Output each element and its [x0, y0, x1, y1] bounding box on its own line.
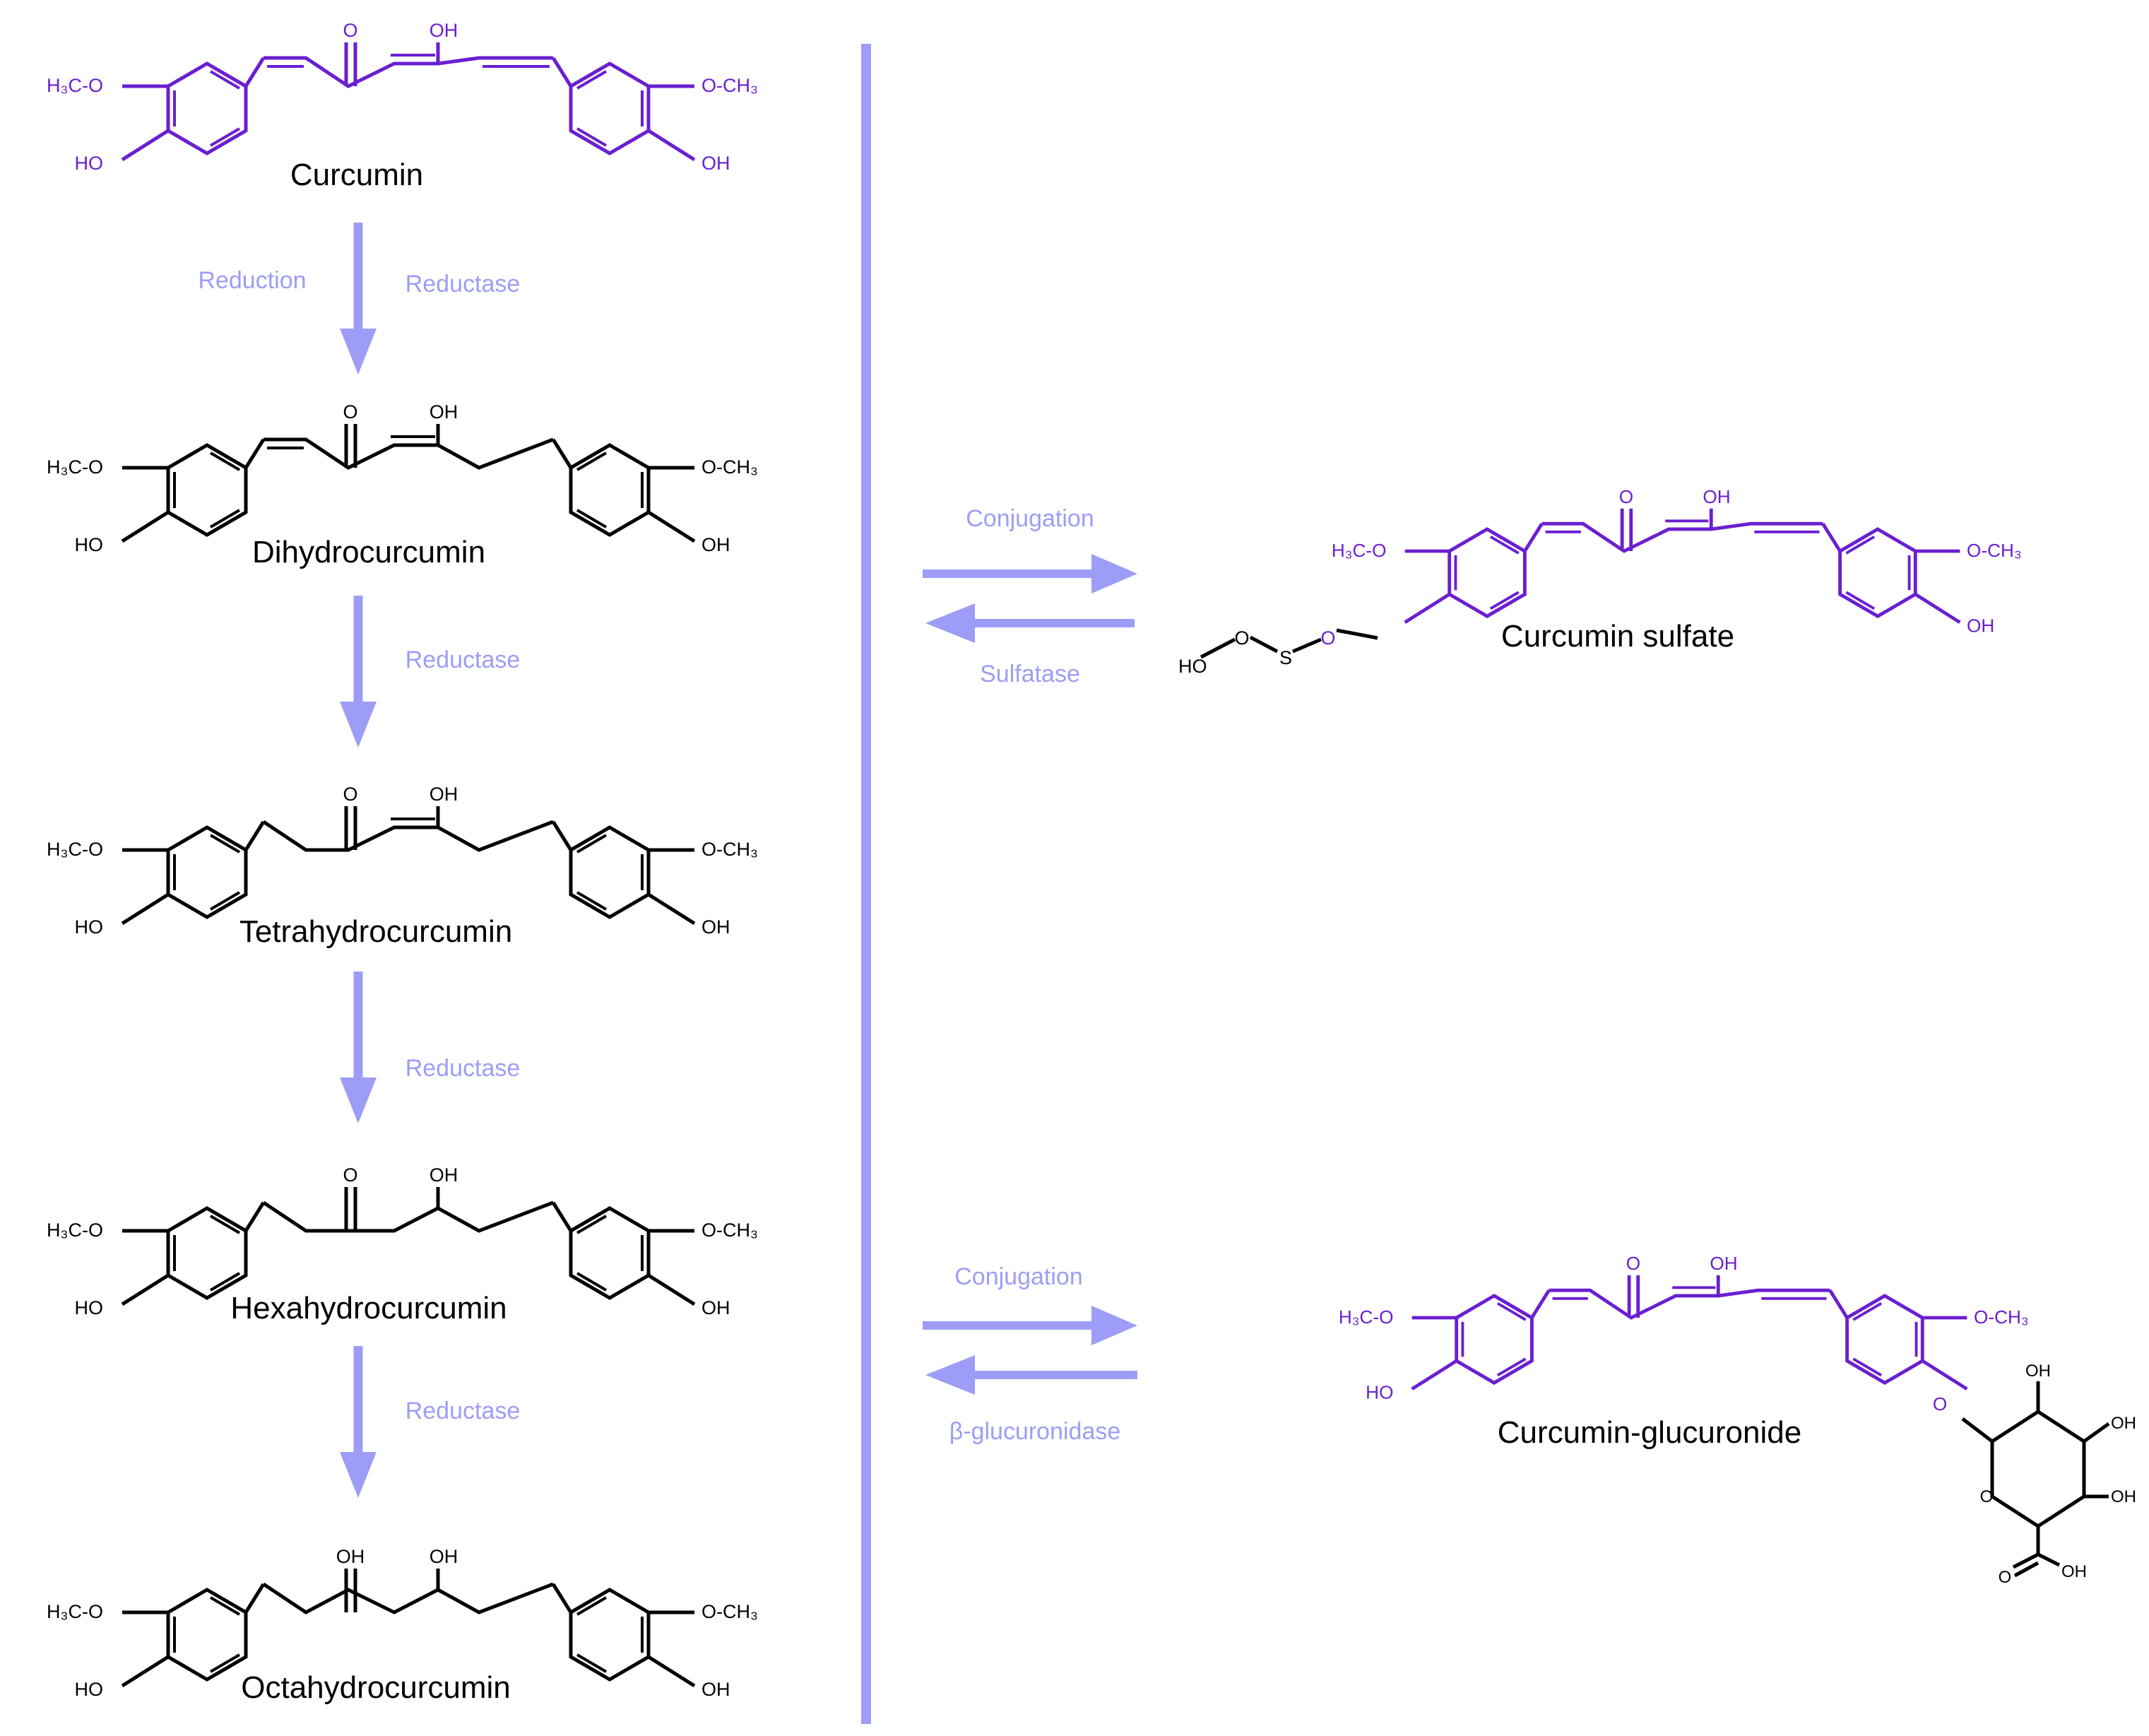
atom-methoxy: H₃C-O — [47, 1220, 103, 1241]
atom-methoxy: O-CH₃ — [701, 75, 758, 96]
atom-hydroxyl: HO — [75, 1297, 104, 1318]
atom-carbonyl-oxygen: O — [1619, 486, 1633, 507]
atom-methoxy: O-CH₃ — [701, 839, 758, 860]
reaction-arrow — [340, 223, 377, 374]
atom-carbonyl-oxygen: O — [343, 20, 357, 41]
reverse-arrow — [925, 1355, 1137, 1395]
atom-hydroxyl: OH — [2111, 1487, 2136, 1506]
enzyme-label: Reductase — [405, 1398, 521, 1424]
molecule-octahydrocurcumin: H₃C-O HO OH OH O-CH₃ OH — [47, 1546, 758, 1700]
atom-oxygen: O — [1933, 1393, 1947, 1415]
atom-methoxy: H₃C-O — [47, 839, 103, 860]
atom-methoxy: O-CH₃ — [701, 456, 758, 478]
molecule-curcumin-sulfate: H₃C-O O OH O-CH₃ OH — [1332, 486, 2022, 636]
atom-methoxy: H₃C-O — [47, 456, 103, 478]
compound-name: Dihydrocurcumin — [252, 535, 485, 569]
enzyme-label: Reductase — [405, 271, 521, 297]
atom-carbonyl-oxygen: O — [343, 784, 357, 805]
glucuronic-acid-ring: O OH OH OH O OH — [1961, 1362, 2136, 1587]
sulfate-group: O S O HO — [1178, 627, 1378, 677]
atom-methoxy: H₃C-O — [47, 1601, 103, 1622]
atom-hydroxyl: OH — [1967, 615, 1994, 636]
atom-carbonyl-oxygen: O — [343, 1164, 357, 1186]
forward-reaction-label: Conjugation — [966, 505, 1094, 532]
forward-arrow — [923, 1306, 1137, 1345]
atom-carbonyl-oxygen: O — [1999, 1568, 2012, 1587]
atom-enol-hydroxyl: OH — [430, 784, 458, 805]
compound-name: Curcumin — [290, 158, 423, 192]
atom-methoxy: H₃C-O — [47, 75, 103, 96]
reaction-arrow — [340, 1346, 377, 1498]
atom-methoxy: O-CH₃ — [1974, 1306, 2029, 1328]
atom-enol-hydroxyl: OH — [430, 20, 458, 41]
atom-hydroxyl: HO — [75, 534, 104, 555]
atom-methoxy: O-CH₃ — [1967, 540, 2022, 561]
reverse-reaction-label: Sulfatase — [980, 661, 1080, 687]
atom-enol-hydroxyl: OH — [430, 401, 458, 423]
atom-hydroxyl: OH — [701, 1679, 730, 1700]
forward-reaction-label: Conjugation — [954, 1263, 1082, 1290]
atom-hydroxyl: OH — [701, 534, 730, 555]
atom-hydroxyl: HO — [75, 153, 104, 174]
atom-carbonyl-oxygen: O — [1626, 1253, 1640, 1274]
reaction-arrow — [340, 972, 377, 1123]
atom-methoxy: O-CH₃ — [701, 1220, 758, 1241]
reverse-arrow — [925, 603, 1135, 643]
atom-hydroxyl: OH — [430, 1546, 458, 1567]
reaction-arrow — [340, 596, 377, 748]
atom-hydroxyl: OH — [701, 153, 730, 174]
atom-hydroxyl: OH — [430, 1164, 458, 1186]
step-label: Reduction — [198, 267, 306, 294]
enzyme-label: Reductase — [405, 646, 521, 673]
reverse-reaction-label: β-glucuronidase — [949, 1418, 1121, 1445]
atom-hydroxyl: HO — [1178, 656, 1207, 677]
compound-name: Tetrahydrocurcumin — [239, 914, 512, 949]
enzyme-label: Reductase — [405, 1055, 521, 1082]
molecule-curcumin: H₃C-O HO O OH O-CH₃ OH — [47, 20, 758, 174]
atom-hydroxyl: OH — [2025, 1362, 2051, 1381]
atom-sulfur: S — [1279, 647, 1292, 668]
atom-hydroxyl: HO — [1366, 1381, 1393, 1403]
atom-enol-hydroxyl: OH — [1703, 486, 1730, 507]
molecule-curcumin-glucuronide: H₃C-O HO O OH O-CH₃ O — [1339, 1253, 2029, 1415]
atom-oxygen: O — [1320, 627, 1335, 649]
atom-methoxy: H₃C-O — [1339, 1306, 1394, 1328]
atom-enol-hydroxyl: OH — [1710, 1253, 1737, 1274]
atom-methoxy: O-CH₃ — [701, 1601, 758, 1622]
atom-hydroxyl: HO — [75, 1679, 104, 1700]
atom-hydroxyl: HO — [75, 916, 104, 938]
compound-name: Curcumin sulfate — [1501, 619, 1734, 654]
atom-hydroxyl: OH — [2061, 1562, 2087, 1581]
compound-name: Octahydrocurcumin — [241, 1670, 510, 1705]
atom-methoxy: H₃C-O — [1332, 540, 1387, 561]
forward-arrow — [923, 554, 1137, 594]
compound-name: Curcumin-glucuronide — [1498, 1415, 1801, 1450]
atom-ring-oxygen: O — [1980, 1487, 1994, 1506]
atom-oxygen: O — [1234, 627, 1249, 649]
molecule-dihydrocurcumin: H₃C-O HO O OH O-CH₃ OH — [47, 401, 758, 555]
molecule-tetrahydrocurcumin: H₃C-O HO O OH O-CH₃ OH — [47, 784, 758, 938]
molecule-hexahydrocurcumin: H₃C-O HO O OH O-CH₃ OH — [47, 1164, 758, 1318]
atom-hydroxyl: OH — [701, 916, 730, 938]
atom-hydroxyl: OH — [336, 1546, 365, 1567]
atom-hydroxyl: OH — [701, 1297, 730, 1318]
atom-carbonyl-oxygen: O — [343, 401, 357, 423]
compound-name: Hexahydrocurcumin — [230, 1291, 507, 1325]
atom-hydroxyl: OH — [2111, 1414, 2136, 1433]
